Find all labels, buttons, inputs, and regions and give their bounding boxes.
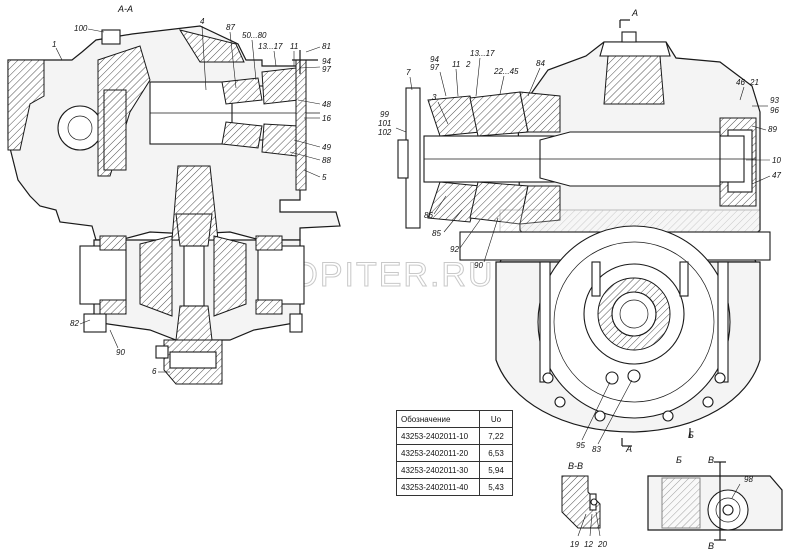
cell-designation: 43253-2402011-10 — [396, 427, 480, 445]
callout-49: 49 — [322, 143, 331, 152]
table-row: 43253-2402011-30 5,94 — [396, 461, 513, 479]
callout-97-right: 97 — [430, 63, 439, 72]
cell-ratio: 6,53 — [479, 444, 513, 462]
callout-88: 88 — [322, 156, 331, 165]
callout-13-17-left: 13...17 — [258, 42, 283, 51]
callout-83: 83 — [592, 445, 601, 454]
callout-19: 19 — [570, 540, 579, 549]
cell-designation: 43253-2402011-30 — [396, 461, 480, 479]
callout-99: 99 — [380, 110, 389, 119]
cell-designation: 43253-2402011-20 — [396, 444, 480, 462]
callout-90-right: 90 — [474, 261, 483, 270]
section-bb-detail — [561, 475, 601, 537]
callout-81: 81 — [322, 42, 331, 51]
section-label-v-top: В — [708, 455, 714, 465]
cell-designation: 43253-2402011-40 — [396, 478, 480, 496]
header-designation: Обозначение — [396, 410, 480, 428]
section-label-b-arrow: Б — [688, 430, 694, 440]
callout-92: 92 — [450, 245, 459, 254]
section-label-v-bottom: В — [708, 541, 714, 551]
callout-6: 6 — [152, 367, 157, 376]
callout-96: 96 — [770, 106, 779, 115]
callout-10: 10 — [772, 156, 781, 165]
table-header-row: Обозначение Uo — [396, 410, 513, 428]
callout-16: 16 — [322, 114, 331, 123]
gear-ratio-table: Обозначение Uo 43253-2402011-10 7,22 432… — [396, 410, 513, 496]
callout-13-17-right: 13...17 — [470, 49, 495, 58]
callout-1: 1 — [52, 40, 56, 49]
table-row: 43253-2402011-20 6,53 — [396, 444, 513, 462]
callout-11-right: 11 — [452, 60, 460, 69]
callout-12: 12 — [584, 540, 593, 549]
callout-100: 100 — [74, 24, 88, 33]
callout-95: 95 — [576, 441, 585, 450]
callout-7: 7 — [406, 68, 411, 77]
callout-11-left: 11 — [290, 42, 298, 51]
callout-21: 21 — [749, 78, 759, 87]
callout-84: 84 — [536, 59, 545, 68]
callout-82: 82 — [70, 319, 79, 328]
callout-98: 98 — [744, 475, 753, 484]
callout-5: 5 — [322, 173, 327, 182]
cell-ratio: 5,94 — [479, 461, 513, 479]
section-aa-view — [7, 25, 341, 385]
section-label-bb: B-B — [568, 461, 583, 471]
callout-102: 102 — [378, 128, 392, 137]
callout-89: 89 — [768, 125, 777, 134]
callout-47: 47 — [772, 171, 781, 180]
callout-87: 87 — [226, 23, 235, 32]
callout-46: 46 — [736, 78, 745, 87]
callout-85: 85 — [432, 229, 441, 238]
cell-ratio: 7,22 — [479, 427, 513, 445]
section-a-view — [397, 19, 771, 447]
callout-94-right: 94 — [430, 55, 439, 64]
section-label-a-bottom: A — [625, 444, 632, 454]
callout-93: 93 — [770, 96, 779, 105]
table-row: 43253-2402011-40 5,43 — [396, 478, 513, 496]
callout-90-left: 90 — [116, 348, 125, 357]
callout-101: 101 — [378, 119, 391, 128]
section-label-aa: A-A — [117, 4, 133, 14]
view-b-detail — [647, 461, 783, 541]
callout-20: 20 — [597, 540, 607, 549]
callout-50-80: 50...80 — [242, 31, 267, 40]
callout-86: 86 — [424, 211, 433, 220]
callout-48: 48 — [322, 100, 331, 109]
right-callouts: 7 94 97 11 13...17 2 22...45 84 46 21 93… — [378, 49, 781, 454]
section-label-a-top: A — [631, 8, 638, 18]
table-row: 43253-2402011-10 7,22 — [396, 427, 513, 445]
callout-22-45: 22...45 — [493, 67, 519, 76]
callout-2: 2 — [465, 60, 471, 69]
callout-3: 3 — [432, 93, 437, 102]
cell-ratio: 5,43 — [479, 478, 513, 496]
callout-4: 4 — [200, 17, 205, 26]
header-uo: Uo — [479, 410, 513, 428]
left-callouts: 100 1 4 87 50...80 13...17 11 81 94 97 4… — [52, 17, 331, 376]
callout-97-left: 97 — [322, 65, 331, 74]
callout-94-left: 94 — [322, 57, 331, 66]
section-label-b-view: Б — [676, 455, 682, 465]
